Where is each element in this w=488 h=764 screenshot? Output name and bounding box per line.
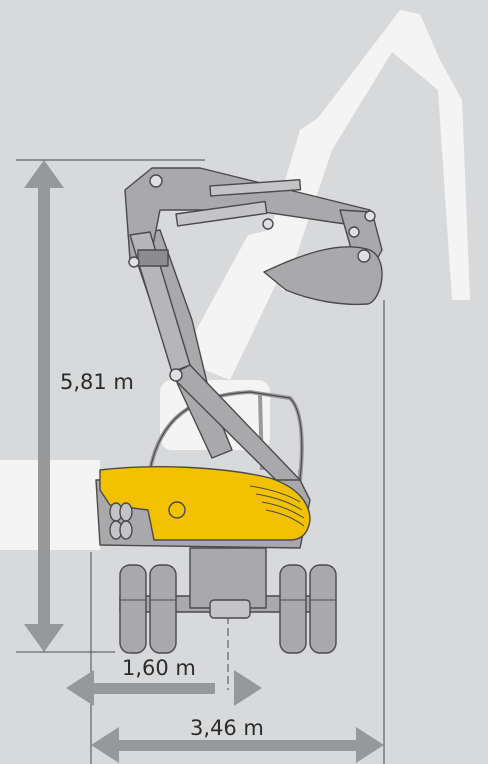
height-dimension-label: 5,81 m [60, 370, 134, 394]
overall-width-dimension-arrow [91, 727, 384, 763]
engine-cover [99, 466, 311, 541]
engine-cover-vents [249, 485, 305, 527]
track-width-dimension-arrow [66, 670, 262, 706]
pivot-pins [128, 174, 376, 382]
engine-cover-badge [168, 501, 186, 519]
ghost-boom-silhouette [0, 10, 470, 550]
height-dimension-arrow [24, 160, 64, 652]
side-lights [109, 502, 133, 540]
excavator-machine [95, 167, 383, 654]
hydraulic-cylinder [175, 200, 268, 227]
bucket [263, 246, 383, 306]
wheels [119, 564, 337, 654]
overall-width-dimension-label: 3,46 m [190, 716, 264, 740]
track-width-dimension-label: 1,60 m [122, 656, 196, 680]
